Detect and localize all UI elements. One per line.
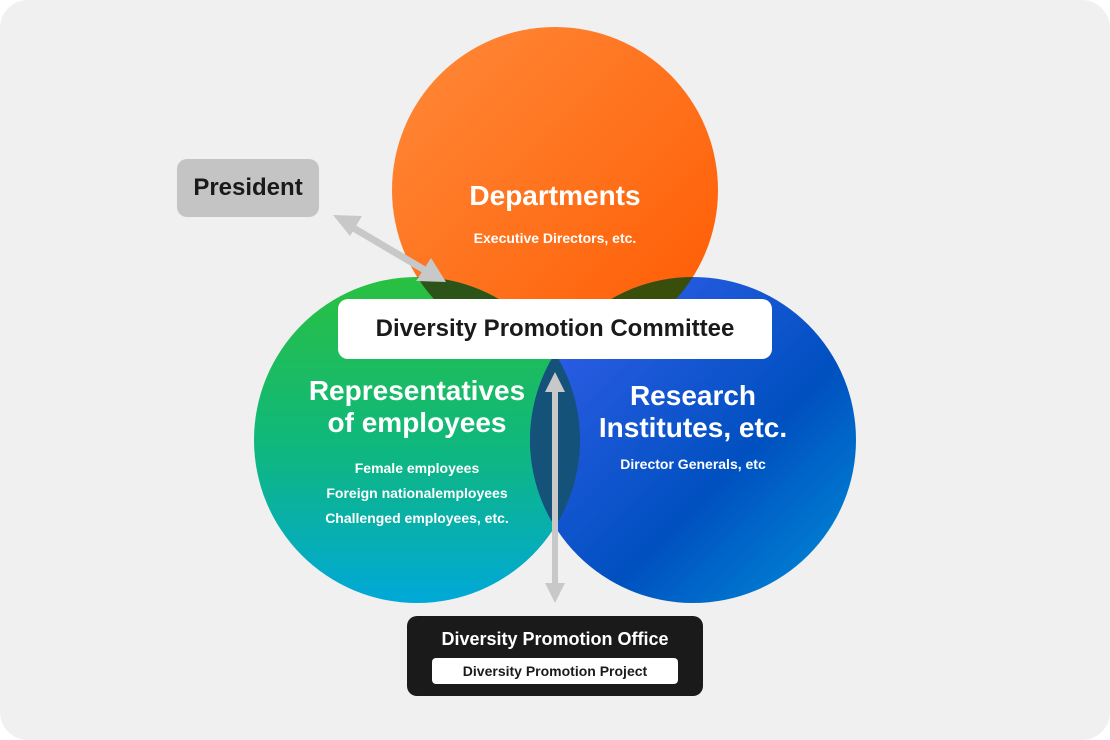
office-label: Diversity Promotion Office [441,629,669,649]
list-item: Foreign nationalemployees [326,485,508,501]
departments-circle [392,27,718,353]
representatives-title: Representatives of employees [308,375,526,438]
research-title: Research Institutes, etc. [598,380,788,443]
president-box: President [177,159,319,217]
office-arrow [545,372,565,603]
list-item: Female employees [354,460,480,476]
representatives-items: Female employees Foreign nationalemploye… [267,456,567,531]
project-box: Diversity Promotion Project [432,658,678,684]
committee-box: Diversity Promotion Committee [338,299,772,359]
research-subtitle: Director Generals, etc [620,456,766,472]
office-box: Diversity Promotion Office Diversity Pro… [407,616,703,696]
departments-subtitle: Executive Directors, etc. [473,230,637,246]
departments-title: Departments [469,180,641,211]
list-item: Challenged employees, etc. [325,510,509,526]
president-arrow [333,215,446,282]
